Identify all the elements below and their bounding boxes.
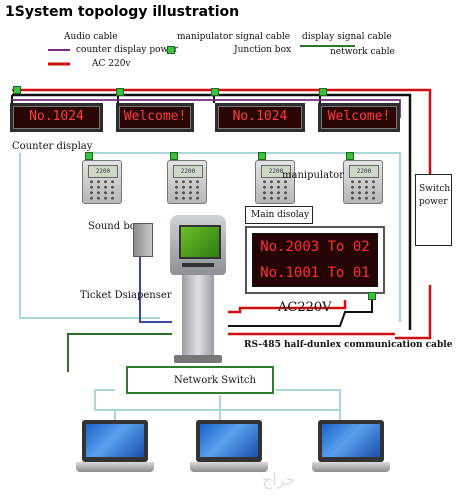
watermark: حراج [262, 470, 296, 489]
ac220v-label: AC220V [278, 300, 332, 315]
ticket-dispenser-kiosk [170, 215, 226, 365]
wire-network-laptops [94, 389, 341, 411]
legend-manipulator-signal-cable: manipulator signal cable [177, 32, 291, 42]
manipulator-keypad-3: 2200 [255, 160, 295, 204]
wire-black-bus [12, 93, 412, 330]
laptop-screen [86, 424, 144, 457]
junction-box [368, 292, 376, 300]
keypad-screen: 2200 [88, 165, 118, 178]
keypad-screen: 2200 [173, 165, 203, 178]
counter-display-label: Counter display [12, 141, 93, 152]
junction-box [170, 152, 178, 160]
laptop-screen [322, 424, 380, 457]
junction-box [258, 152, 266, 160]
laptop-base [190, 462, 268, 472]
wire-manipulator-signal [85, 152, 401, 322]
laptop-base [76, 462, 154, 472]
kiosk-base [174, 355, 222, 363]
switch-power-label: Switch power [419, 184, 451, 207]
main-display-label: Main disolay [251, 210, 310, 220]
sound-box [133, 223, 153, 257]
junction-box [346, 152, 354, 160]
legend-network-cable: network cable [330, 47, 395, 57]
laptop-lid [82, 420, 148, 462]
main-display-row-1: No.2003 To 02 [260, 239, 370, 255]
laptop-2 [190, 420, 268, 476]
keypad-keys [261, 179, 289, 201]
rs485-label: RS-485 half-dunlex communication cable [244, 340, 453, 350]
laptop-lid [196, 420, 262, 462]
kiosk-screen [179, 225, 221, 259]
keypad-keys [88, 179, 116, 201]
wire-audio [139, 256, 172, 323]
main-display-panel: No.2003 To 02 No.1001 To 01 [252, 233, 378, 287]
diagram-title: 1System topology illustration [5, 4, 240, 20]
junction-box [13, 86, 21, 94]
legend-display-signal-cable: display signal cable [302, 32, 392, 42]
manipulator-keypad-2: 2200 [167, 160, 207, 204]
laptop-base [312, 462, 390, 472]
junction-box [211, 88, 219, 96]
wire-ac220-display [228, 300, 347, 314]
ticket-dispenser-label: Ticket Dsiapenser [80, 290, 172, 301]
kiosk-pedestal [182, 275, 214, 363]
legend-counter-display-power: counter display power [76, 45, 178, 55]
junction-box [116, 88, 124, 96]
network-switch-label: Network Switch [174, 375, 256, 386]
manipulator-keypad-1: 2200 [82, 160, 122, 204]
laptop-1 [76, 420, 154, 476]
keypad-keys [173, 179, 201, 201]
junction-box [85, 152, 93, 160]
sound-box-label: Sound box [88, 221, 142, 232]
counter-display-3: No.1024 [215, 103, 305, 132]
kiosk-ticket-slot [182, 263, 214, 267]
legend-ac220: AC 220v [92, 59, 131, 69]
manipulator-label: manipulator [282, 170, 344, 181]
wire-ac220-right [395, 285, 432, 340]
keypad-screen: 2200 [261, 165, 291, 178]
wire-counter-power [12, 99, 401, 118]
manipulator-keypad-4: 2200 [343, 160, 383, 204]
laptop-screen [200, 424, 258, 457]
junction-box-swatch [167, 46, 175, 54]
keypad-screen: 2200 [349, 165, 379, 178]
kiosk-head [170, 215, 226, 275]
main-display: No.2003 To 02 No.1001 To 01 [245, 226, 385, 294]
junction-box [319, 88, 327, 96]
laptop-3 [312, 420, 390, 476]
switch-power-box: Switch power [415, 174, 452, 246]
counter-display-4: Welcome! [318, 103, 400, 132]
counter-display-2: Welcome! [116, 103, 194, 132]
main-display-label-box: Main disolay [245, 206, 313, 224]
laptop-lid [318, 420, 384, 462]
counter-display-1: No.1024 [10, 103, 103, 132]
legend-junction-box: Junction box [234, 45, 292, 55]
wire-manipulator-signal-left [19, 153, 160, 319]
wire-display-signal [228, 296, 373, 327]
keypad-keys [349, 179, 377, 201]
legend-audio-cable: Audio cable [64, 32, 118, 42]
network-switch: Network Switch [126, 366, 274, 394]
wire-network-kiosk [67, 333, 172, 372]
main-display-row-2: No.1001 To 01 [260, 265, 370, 281]
